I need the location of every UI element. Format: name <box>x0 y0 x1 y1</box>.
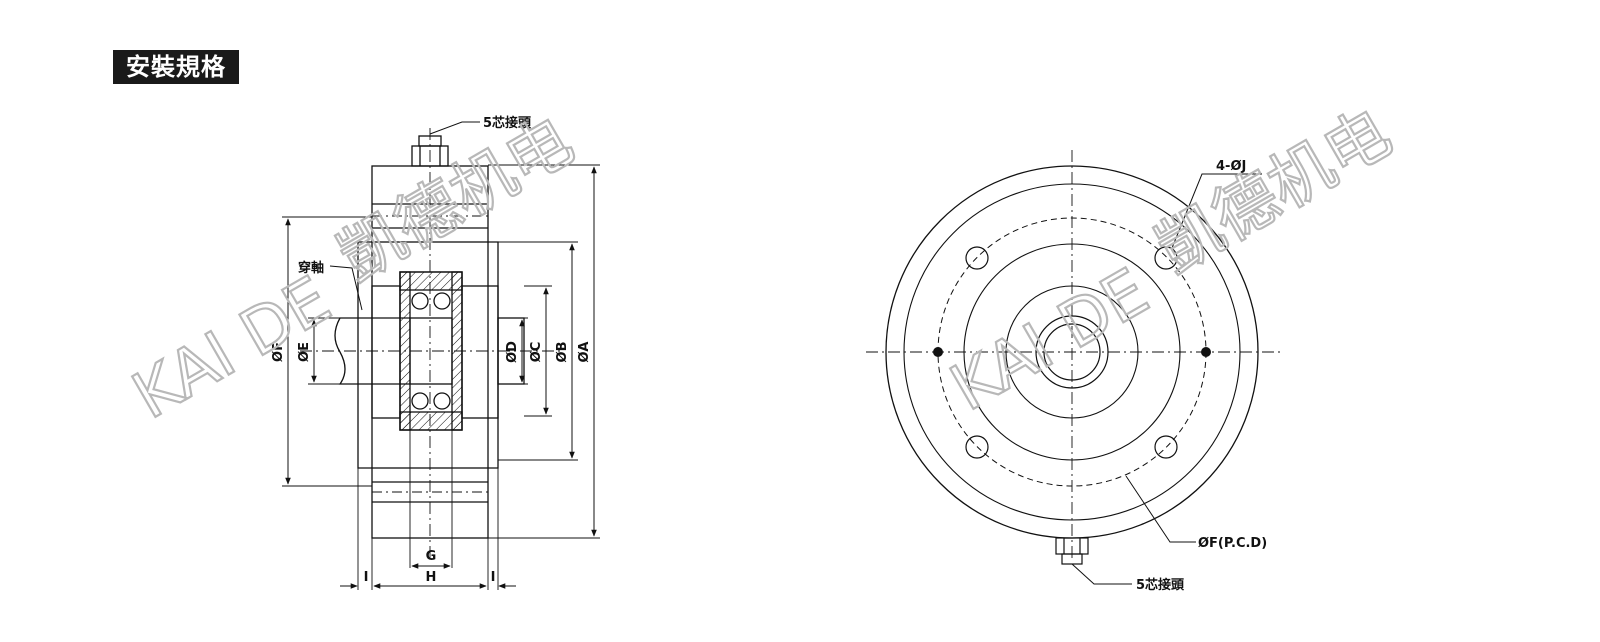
shaft-label: 穿軸 <box>298 260 324 276</box>
dim-label-G: G <box>426 549 437 564</box>
front-connector <box>1055 537 1089 565</box>
watermark-cn: 凱德机电 <box>327 104 586 296</box>
left-collar <box>371 285 401 419</box>
dim-label-F: ØF <box>271 342 286 362</box>
mount-hole <box>1154 246 1178 270</box>
dim-label-H: H <box>426 570 437 585</box>
section-title: 安裝規格 <box>113 50 239 84</box>
front-view <box>866 150 1280 585</box>
mount-hole <box>1154 435 1178 459</box>
dim-label-E: ØE <box>297 342 312 362</box>
watermark-cn: 凱德机电 <box>1145 96 1404 288</box>
hole-label: 4-ØJ <box>1216 159 1246 174</box>
shaft <box>334 317 410 385</box>
dim-label-D: ØD <box>505 341 520 363</box>
right-collar <box>461 285 499 419</box>
side-connector-label: 5芯接頭 <box>483 115 532 131</box>
dim-label-I-left: I <box>364 570 369 585</box>
mount-hole <box>965 246 989 270</box>
dim-label-C: ØC <box>529 342 544 363</box>
dim-label-A: ØA <box>577 342 592 363</box>
bearing-assembly <box>399 271 463 431</box>
front-connector-label: 5芯接頭 <box>1136 577 1185 593</box>
pcd-label: ØF(P.C.D) <box>1198 536 1267 551</box>
mount-hole <box>965 435 989 459</box>
dim-label-I-right: I <box>491 570 496 585</box>
watermark-brand: KAI DE <box>939 255 1161 426</box>
dim-label-B: ØB <box>555 342 570 363</box>
side-view <box>282 121 600 590</box>
